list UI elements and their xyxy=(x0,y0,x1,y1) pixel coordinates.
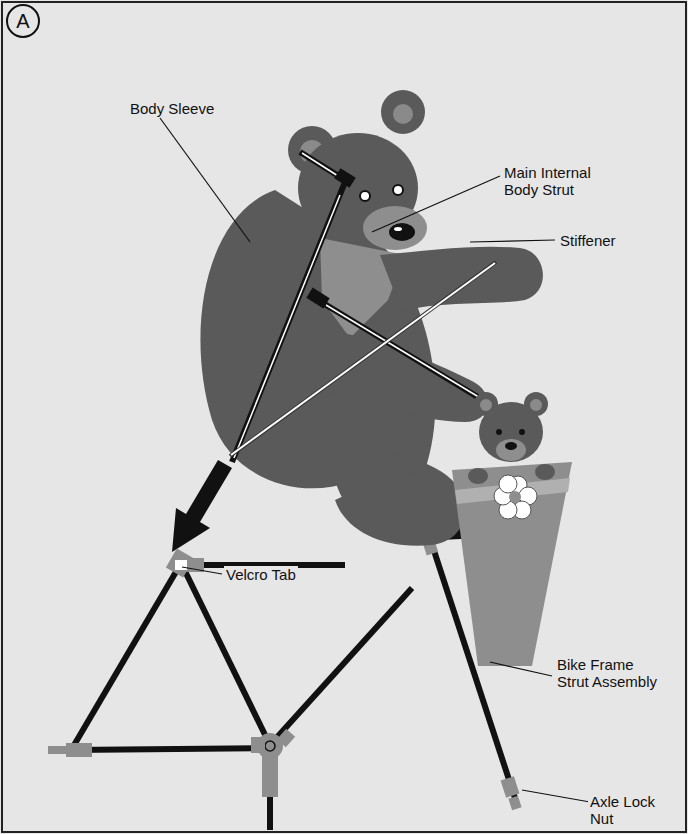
leader-lines xyxy=(160,118,590,802)
panel-letter: A xyxy=(16,10,29,33)
assembly-arrow xyxy=(172,460,232,552)
bear-foot xyxy=(335,470,465,546)
part-label: Bike Frame Strut Assembly xyxy=(555,656,669,690)
cub-in-cone xyxy=(452,392,572,666)
internal-struts xyxy=(230,152,496,462)
part-label: Main Internal Body Strut xyxy=(502,164,626,198)
part-label: Stiffener xyxy=(558,232,618,249)
part-label: Velcro Tab xyxy=(224,566,298,583)
part-label: Axle Lock Nut xyxy=(588,793,682,827)
circled-letter: A xyxy=(6,4,40,38)
part-label: Body Sleeve xyxy=(128,100,216,117)
bike-frame xyxy=(48,508,522,830)
